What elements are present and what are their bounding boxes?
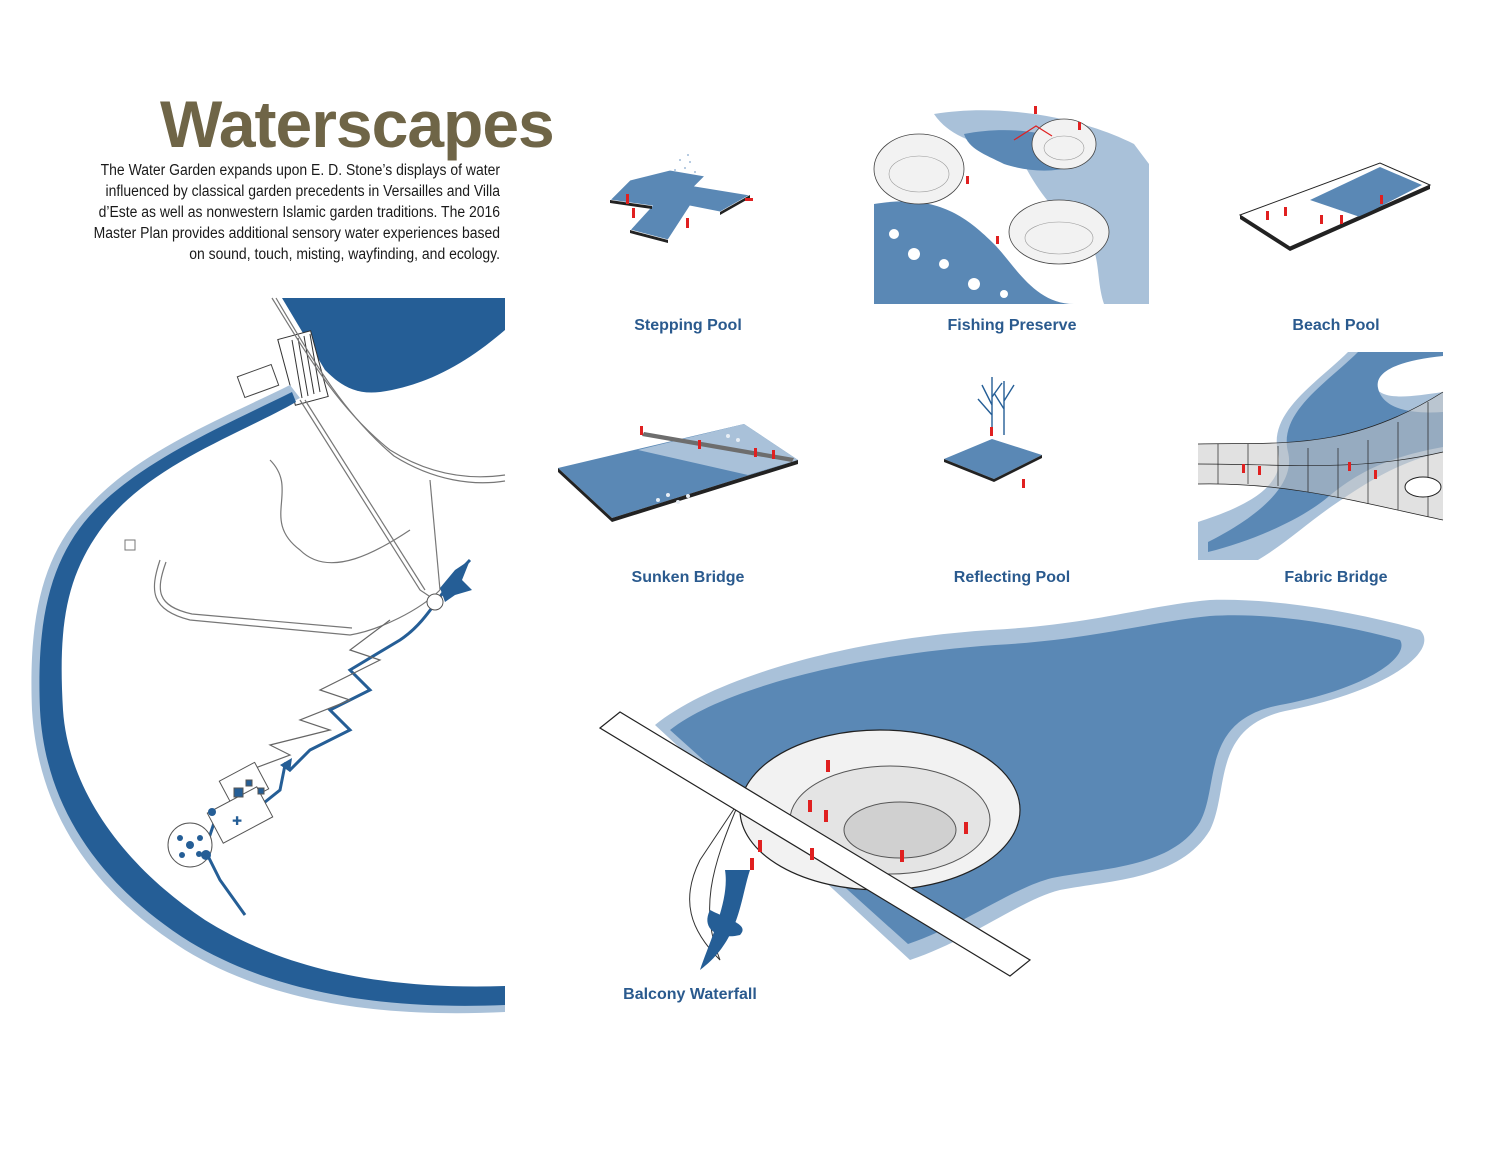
caption-fabric-bridge: Fabric Bridge <box>1284 569 1388 586</box>
stepping-pool-diagram <box>608 154 753 243</box>
site-plan-map: ✚ <box>31 297 506 1014</box>
caption-reflecting-pool: Reflecting Pool <box>953 569 1071 586</box>
caption-stepping-pool: Stepping Pool <box>634 317 742 334</box>
plan-roads <box>153 297 506 636</box>
plan-building <box>236 363 280 399</box>
plan-lake <box>282 298 505 393</box>
plan-stream-pond <box>440 560 472 602</box>
plan-zigzag-path <box>249 619 391 771</box>
reflecting-pool-diagram <box>944 377 1042 488</box>
caption-sunken-bridge: Sunken Bridge <box>631 569 745 586</box>
caption-balcony-waterfall: Balcony Waterfall <box>623 986 757 1003</box>
waterfall-bridge-deck <box>598 711 1032 977</box>
svg-text:✚: ✚ <box>232 814 242 828</box>
plan-river <box>39 392 505 1006</box>
plan-stream <box>203 558 472 916</box>
intro-paragraph: The Water Garden expands upon E. D. Ston… <box>93 162 501 263</box>
fishing-preserve-diagram <box>873 104 1149 304</box>
plan-garden: ✚ <box>206 761 274 844</box>
beach-pool-diagram <box>1238 162 1432 251</box>
caption-fishing-preserve: Fishing Preserve <box>947 317 1077 334</box>
fabric-bridge-diagram <box>1197 352 1444 560</box>
balcony-waterfall-diagram <box>598 599 1425 977</box>
caption-beach-pool: Beach Pool <box>1292 317 1380 334</box>
plan-river-halo <box>31 385 505 1014</box>
page-title: Waterscapes <box>160 87 555 161</box>
sunken-bridge-diagram <box>558 424 798 522</box>
